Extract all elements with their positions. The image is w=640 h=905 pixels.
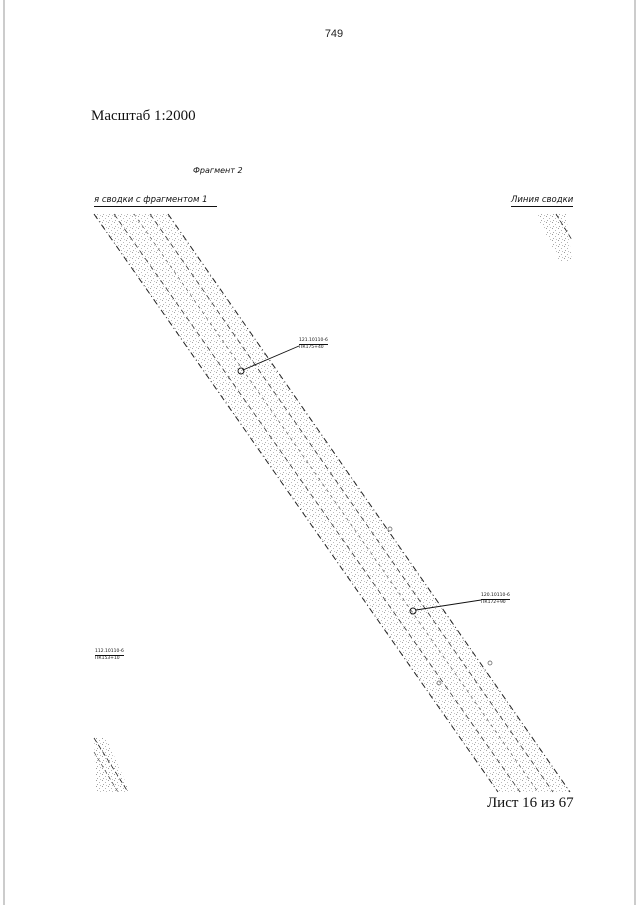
leader-line-1	[242, 345, 300, 371]
callout-code: 120.10110-6	[481, 593, 510, 600]
picket-point-1	[237, 367, 245, 375]
right-fragment-fill	[536, 214, 572, 262]
picket-callout: 121.10110-6 ПК175+40	[299, 338, 328, 351]
small-marker-2	[436, 680, 442, 686]
picket-point-2	[409, 607, 417, 615]
picket-callout: 120.10110-6 ПК172+90	[481, 593, 510, 606]
scale-label: Масштаб 1:2000	[91, 108, 196, 124]
callout-picket: ПК175+40	[299, 345, 324, 350]
bottom-left-fragment-edge-1	[93, 737, 129, 793]
bottom-left-fragment-fill	[94, 738, 130, 792]
callout-picket: ПК153+10	[95, 656, 120, 661]
leader-line-2	[415, 599, 482, 611]
match-line-left-label: я сводки с фрагментом 1	[94, 195, 217, 207]
corridor-boundary-outer-right	[167, 213, 571, 793]
sheet-number: Лист 16 из 67	[487, 795, 574, 811]
right-fragment-edge	[555, 213, 573, 241]
small-marker-1	[387, 526, 393, 532]
corridor-boundary-inner-right	[149, 213, 554, 793]
callout-code: 121.10110-6	[299, 338, 328, 345]
fragment-title: Фрагмент 2	[193, 166, 243, 175]
callout-picket: ПК172+90	[481, 600, 506, 605]
small-marker-3	[487, 660, 493, 666]
corridor-boundary-inner-left	[113, 213, 521, 793]
match-line-right-label: Линия сводки	[511, 195, 574, 207]
corridor-fill	[94, 214, 570, 792]
corridor-centerline	[133, 213, 539, 793]
corridor-boundary-outer-left	[93, 213, 499, 793]
bottom-left-fragment-edge-2	[93, 751, 119, 793]
callout-code: 112.10110-6	[95, 649, 124, 656]
page-number: 749	[324, 28, 344, 40]
picket-callout: 112.10110-6 ПК153+10	[95, 649, 124, 662]
